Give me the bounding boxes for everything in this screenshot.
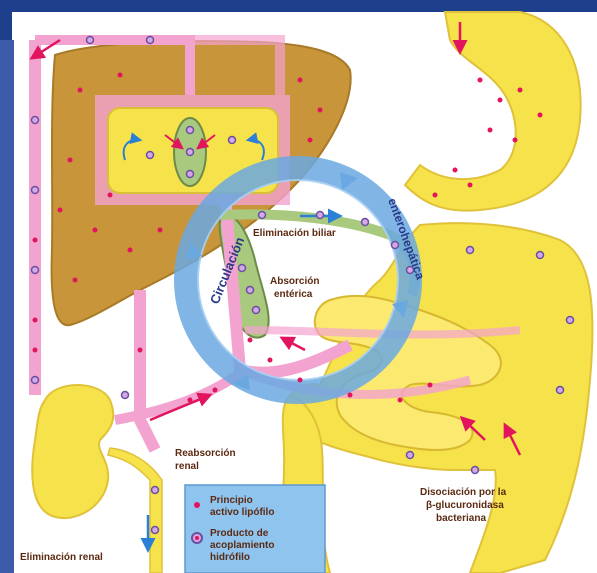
renal-elimination-label: Eliminación renal	[20, 552, 103, 563]
dissociation-label-1: Disociación por la	[420, 487, 507, 498]
renal-reabsorption-label-1: Reabsorción	[175, 448, 236, 459]
legend-item1-line2: activo lipófilo	[210, 507, 274, 518]
lipophilic-legend-icon	[194, 502, 200, 508]
biliary-elimination-label: Eliminación biliar	[253, 228, 336, 239]
left-edge-shade	[0, 40, 14, 573]
legend-item2-line1: Producto de	[210, 528, 269, 539]
legend-item1-line1: Principio	[210, 495, 253, 506]
legend-item2-line3: hidrófilo	[210, 552, 250, 563]
legend-item2-line2: acoplamiento	[210, 540, 274, 551]
enteric-absorption-label-1: Absorción	[270, 276, 319, 287]
legend: Principio activo lipófilo Producto de ac…	[185, 485, 325, 573]
dissociation-label-3: bacteriana	[436, 513, 486, 524]
renal-reabsorption-label-2: renal	[175, 461, 199, 472]
enteric-absorption-label-2: entérica	[274, 289, 313, 300]
hydrophilic-legend-icon-core	[195, 536, 199, 540]
dissociation-label-2: β-glucuronidasa	[426, 500, 504, 511]
kidney-organ	[32, 385, 113, 518]
